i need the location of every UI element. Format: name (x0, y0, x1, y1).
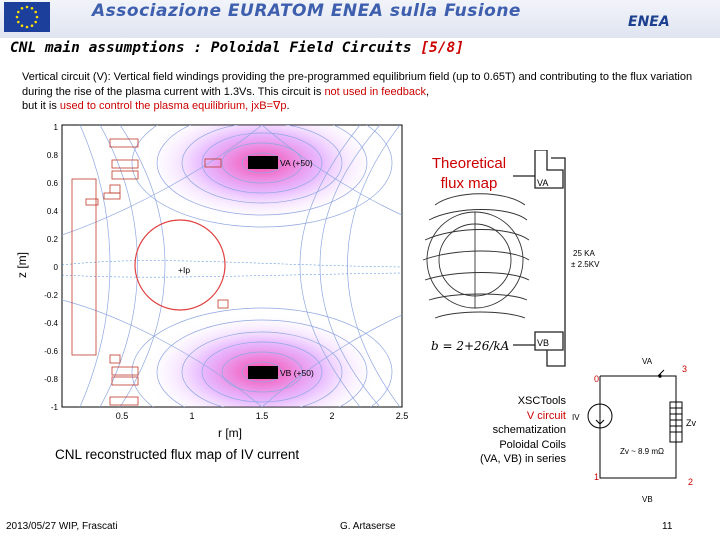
circuit-zv-value: Zv ~ 8.9 mΩ (620, 447, 664, 456)
footer-date: 2013/05/27 WIP, Frascati (6, 521, 118, 532)
slide-title-text: CNL main assumptions : Poloidal Field Ci… (10, 40, 412, 56)
footer-page-number: 11 (662, 521, 673, 532)
plasma-current-label: +Ip (178, 265, 190, 275)
v-circuit-schematic: VA VB IV Zv Zv ~ 8.9 mΩ 0 1 2 3 (572, 357, 696, 504)
xsc-caption-line2: V circuit (526, 409, 566, 422)
slide-title: CNL main assumptions : Poloidal Field Ci… (10, 40, 464, 56)
vb-coil (248, 366, 278, 379)
xsc-caption-line5: (VA, VB) in series (480, 453, 566, 465)
plasma-boundary (134, 219, 226, 311)
y-tick-label: -1 (51, 403, 59, 412)
header-banner (0, 0, 720, 38)
cnl-flux-map-plot: VA (+50) VB (+50) +Ip 1 0.8 0.6 0.4 0.2 0 -0.2… (15, 123, 409, 440)
circuit-node-0: 0 (594, 374, 599, 384)
x-tick-label: 1 (189, 411, 194, 421)
circuit-vb-label: VB (642, 495, 653, 504)
vb-coil-label: VB (+50) (280, 368, 314, 378)
theory-label-line1: Theoretical (431, 155, 507, 172)
y-tick-label: -0.4 (44, 319, 58, 328)
circuit-node-2: 2 (688, 477, 693, 487)
theoretical-flux-map-label: Theoretical flux map (414, 154, 524, 194)
y-tick-label: 0.4 (47, 207, 59, 216)
description-text-2: but it is (22, 100, 57, 112)
y-axis-label: z [m] (15, 252, 29, 278)
theory-voltage-label: ± 2.5KV (571, 260, 600, 269)
circuit-node-1: 1 (594, 472, 599, 482)
circuit-zv-label: Zv (686, 418, 696, 428)
y-tick-label: 0.8 (47, 151, 59, 160)
description-text: Vertical circuit (V): Vertical field win… (22, 71, 693, 98)
y-tick-labels: 1 0.8 0.6 0.4 0.2 0 -0.2 -0.4 -0.6 -0.8 -1 (44, 123, 58, 412)
va-coil (248, 156, 278, 169)
flux-contours (62, 125, 402, 407)
slide-page-ref: [5/8] (420, 40, 464, 56)
eu-flag-icon (4, 2, 50, 32)
description-highlight-feedback: not used in feedback (324, 85, 426, 98)
y-tick-label: 0.6 (47, 179, 59, 188)
x-tick-label: 0.5 (116, 411, 129, 421)
x-tick-label: 2.5 (396, 411, 409, 421)
xsc-caption-line4: Poloidal Coils (499, 438, 566, 451)
description-paragraph: Vertical circuit (V): Vertical field win… (22, 70, 702, 114)
theoretical-flux-map-image: VA 25 KA ± 2.5KV VB b = 2+26/kA (422, 150, 600, 367)
description-period: . (286, 100, 290, 112)
y-tick-label: -0.2 (44, 291, 58, 300)
description-highlight-equilibrium: used to control the plasma equilibrium, … (59, 100, 287, 112)
cnl-flux-map-caption: CNL reconstructed flux map of IV current (55, 447, 300, 462)
y-tick-label: 0.2 (47, 235, 59, 244)
x-tick-labels: 0.5 1 1.5 2 2.5 (116, 411, 409, 421)
xsc-circuit-caption: XSCTools V circuit schematization Poloid… (450, 394, 566, 467)
x-tick-label: 2 (329, 411, 334, 421)
description-comma: , (425, 85, 430, 98)
xsc-caption-line1: XSCTools (517, 395, 566, 407)
theory-va-label: VA (537, 178, 548, 188)
circuit-iv-label: IV (572, 413, 580, 422)
circuit-node-3: 3 (682, 364, 687, 374)
organization-title: Associazione EURATOM ENEA sulla Fusione (92, 1, 521, 21)
circuit-va-label: VA (642, 357, 653, 366)
y-tick-label: 0 (54, 263, 59, 272)
y-tick-label: -0.8 (44, 375, 58, 384)
theory-vb-label: VB (537, 338, 549, 348)
y-tick-label: -0.6 (44, 347, 58, 356)
theory-label-line2: flux map (440, 175, 498, 192)
x-axis-label: r [m] (218, 426, 242, 440)
enea-logo: ENEA (628, 14, 670, 30)
x-tick-label: 1.5 (256, 411, 269, 421)
xsc-caption-line3: schematization (492, 424, 566, 436)
footer-author: G. Artaserse (340, 521, 396, 532)
y-tick-label: 1 (54, 123, 59, 132)
left-coils (71, 138, 229, 406)
va-coil-label: VA (+50) (280, 158, 313, 168)
theory-current-label: 25 KA (573, 249, 595, 258)
theory-handwritten-note: b = 2+26/kA (431, 339, 510, 353)
